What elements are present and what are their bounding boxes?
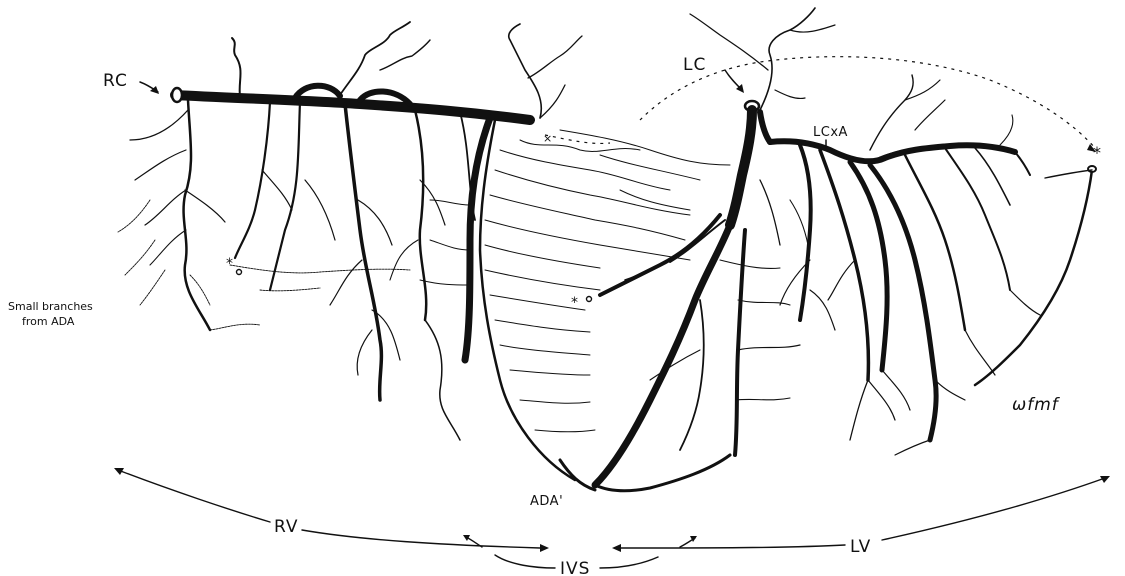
labels: RC LC LCxA Small branches from ADA ADA' … xyxy=(8,55,1061,576)
star-marker-right: * xyxy=(1093,143,1101,162)
rv-right-arrow-head xyxy=(540,544,549,552)
star-marker-center: * xyxy=(571,295,578,311)
label-ada-prime: ADA' xyxy=(530,494,563,509)
right-coronary-artery xyxy=(130,22,582,480)
label-small-branches-line2: from ADA xyxy=(22,315,75,328)
label-rv: RV xyxy=(274,517,299,537)
label-wfmf: ωfmf xyxy=(1012,395,1061,415)
left-coronary-artery xyxy=(560,8,1096,491)
cross-marker: × xyxy=(543,132,552,145)
label-lcxa: LCxA xyxy=(813,125,848,140)
left-vessel-end xyxy=(237,270,242,275)
label-lv: LV xyxy=(850,537,871,557)
label-small-branches-line1: Small branches xyxy=(8,300,93,313)
star-marker-left: * xyxy=(226,256,233,272)
label-ivs: IVS xyxy=(560,559,590,576)
lv-left-arrow-head xyxy=(612,544,621,552)
region-arcs xyxy=(118,470,1105,568)
label-rc: RC xyxy=(103,71,128,91)
center-vessel-end xyxy=(587,297,592,302)
label-lc: LC xyxy=(683,55,706,75)
